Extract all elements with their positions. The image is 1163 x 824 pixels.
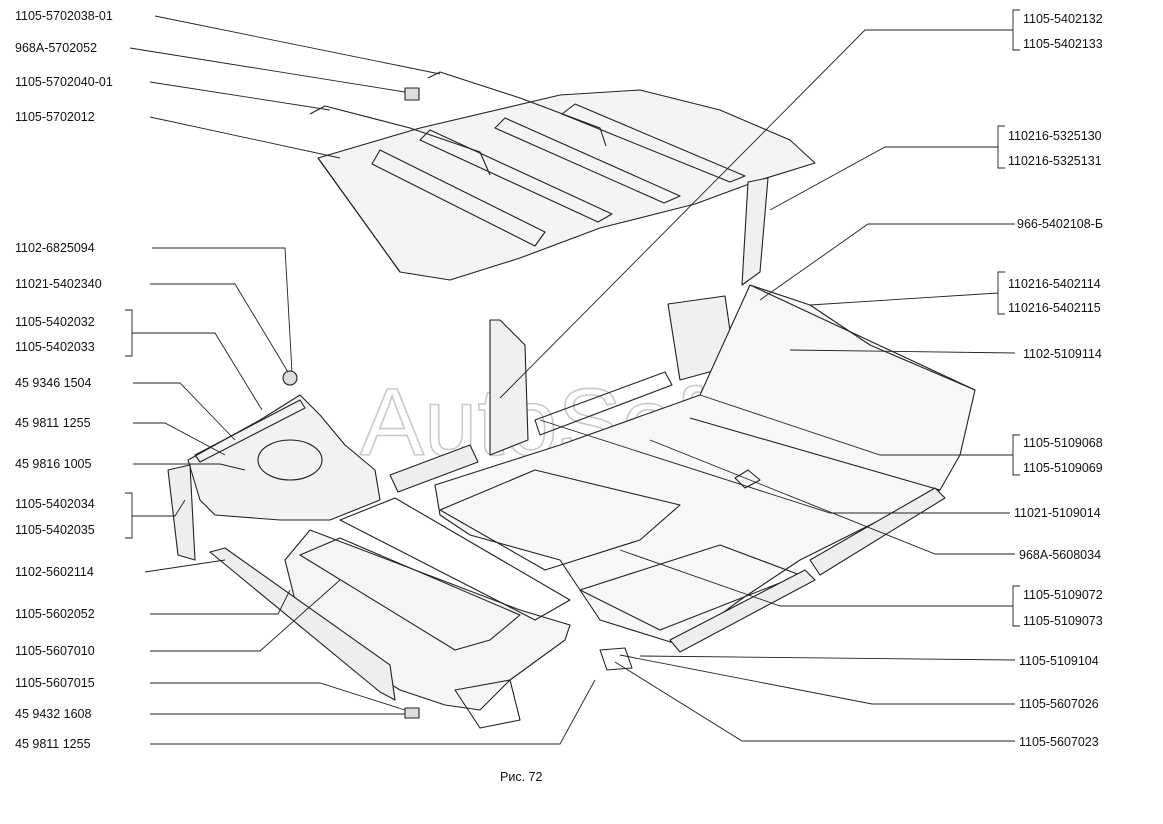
part-label: 110216-5325130 (1008, 129, 1102, 143)
floor-plug (404, 707, 420, 719)
part-label: 11021-5402340 (15, 277, 102, 291)
pillar-trim (741, 177, 769, 286)
part-label: 1105-5702012 (15, 110, 95, 124)
part-label: 110216-5402114 (1008, 277, 1101, 291)
part-label: 45 9811 1255 (15, 737, 91, 751)
floor-rear-sill (669, 569, 816, 653)
part-label: 45 9811 1255 (15, 416, 91, 430)
part-label: 110216-5402115 (1008, 301, 1101, 315)
part-label: 1105-5607015 (15, 676, 95, 690)
trunk-floor (284, 529, 571, 711)
part-label: 1102-5109114 (1023, 347, 1102, 361)
part-label: 1105-5402032 (15, 315, 95, 329)
cross-member-left (389, 444, 479, 493)
part-label: 968А-5608034 (1019, 548, 1102, 562)
part-label: 45 9432 1608 (15, 707, 92, 721)
part-label: 1102-6825094 (15, 241, 95, 255)
part-label: 1105-5402035 (15, 523, 95, 537)
bump-stop (282, 370, 298, 386)
part-label: 1105-5402132 (1023, 12, 1103, 26)
roof-clip (404, 87, 420, 101)
rear-panel-left (167, 464, 196, 561)
b-pillar-left (489, 319, 529, 456)
part-label: 1105-5109068 (1023, 436, 1103, 450)
part-label: 1105-5702038-01 (15, 9, 113, 23)
bracket-1105-5607026 (599, 647, 633, 671)
part-label: 966-5402108-Б (1017, 217, 1104, 231)
part-label: 45 9816 1005 (15, 457, 92, 471)
part-label: 1105-5109072 (1023, 588, 1103, 602)
part-label: 1105-5607010 (15, 644, 95, 658)
part-label: 1105-5607026 (1019, 697, 1099, 711)
part-label: 1105-5602052 (15, 607, 95, 621)
rear-cross-member (209, 547, 396, 701)
wheel-arch-left (187, 394, 381, 521)
part-label: 1105-5402033 (15, 340, 95, 354)
figure-caption: Рис. 72 (500, 770, 543, 784)
leader-lines (125, 9, 1020, 745)
part-label: 1105-5402133 (1023, 37, 1103, 51)
side-sill-right (809, 487, 946, 576)
part-label: 1102-5602114 (15, 565, 94, 579)
part-label: 1105-5109073 (1023, 614, 1103, 628)
roof-rail-strip-1 (427, 71, 607, 147)
part-label: 1105-5607023 (1019, 735, 1099, 749)
part-label: 1105-5402034 (15, 497, 95, 511)
roof-panel (317, 89, 816, 281)
part-label: 1105-5109104 (1019, 654, 1099, 668)
part-label: 110216-5325131 (1008, 154, 1102, 168)
part-label: 1105-5109069 (1023, 461, 1103, 475)
part-label: 968А-5702052 (15, 41, 98, 55)
part-label: 1105-5702040-01 (15, 75, 113, 89)
part-label: 11021-5109014 (1014, 506, 1101, 520)
part-label: 45 9346 1504 (15, 376, 92, 390)
